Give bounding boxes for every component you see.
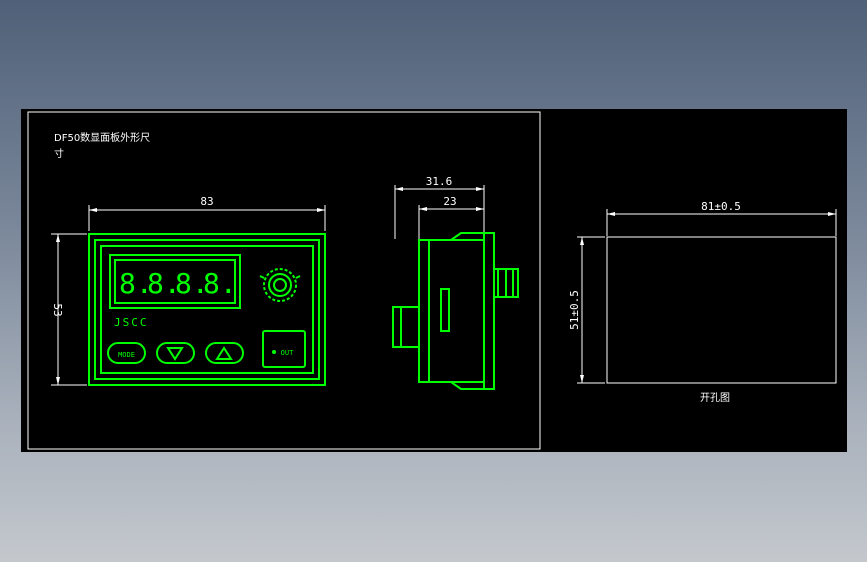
- arrow-left: [89, 208, 97, 212]
- knob-tick-left: [259, 275, 265, 279]
- knob-scale-ring: [263, 268, 297, 302]
- title-line-2: 寸: [54, 147, 64, 160]
- front-height-label: 53: [51, 303, 64, 316]
- digit-4: 8.: [203, 267, 237, 300]
- cutout-view: 81±0.5 51±0.5 开孔图: [568, 200, 837, 404]
- panel-inner: [100, 245, 314, 374]
- cutout-height-label: 51±0.5: [568, 290, 581, 330]
- out-label: OUT: [281, 349, 294, 357]
- rear-connector: [392, 306, 420, 348]
- arrow-bottom: [56, 377, 60, 385]
- knob-center: [273, 278, 287, 292]
- down-button[interactable]: [156, 342, 195, 364]
- arrow-body-l: [419, 207, 427, 211]
- cutout-rect: [606, 236, 837, 384]
- knob-body: [268, 273, 292, 297]
- up-button-outline: [205, 342, 244, 364]
- arrow-right: [317, 208, 325, 212]
- digit-2: 8.: [147, 267, 181, 300]
- cutout-caption: 开孔图: [700, 392, 730, 404]
- cutout-width-label: 81±0.5: [701, 200, 741, 213]
- arrow-cut-t: [580, 237, 584, 245]
- arrow-cut-b: [580, 375, 584, 383]
- display-window-inner: [114, 259, 236, 304]
- digit-1: 8.: [119, 267, 153, 300]
- down-arrow-icon: [166, 347, 184, 361]
- side-view: 31.6 23: [392, 175, 519, 390]
- arrow-depth-l: [395, 187, 403, 191]
- mode-button-label: MODE: [118, 351, 135, 359]
- knob-tick-right: [295, 275, 301, 279]
- arrow-depth-r: [476, 187, 484, 191]
- front-view: 83 53 8. 8. 8. 8. JSCC: [51, 195, 326, 386]
- drawing-frame: [27, 111, 541, 450]
- arrow-cut-r: [828, 212, 836, 216]
- panel-middle: [94, 239, 320, 380]
- up-button[interactable]: [205, 342, 244, 364]
- mode-button[interactable]: MODE: [107, 342, 146, 364]
- arrow-top: [56, 234, 60, 242]
- bottom-clip: [447, 381, 485, 390]
- display-digits: 8. 8. 8. 8.: [119, 267, 237, 300]
- out-box: [262, 330, 306, 368]
- down-button-outline: [156, 342, 195, 364]
- up-arrow-icon: [215, 346, 233, 360]
- top-clip: [447, 232, 485, 241]
- digit-3: 8.: [175, 267, 209, 300]
- adjust-knob[interactable]: [259, 268, 301, 302]
- cad-canvas: DF50数显面板外形尺 寸 83 53 8. 8. 8. 8.: [27, 111, 837, 450]
- front-bezel-side: [483, 232, 495, 390]
- out-led: [272, 350, 276, 354]
- arrow-body-r: [476, 207, 484, 211]
- mode-button-outline: [107, 342, 146, 364]
- side-label-slot: [440, 288, 450, 332]
- title-line-1: DF50数显面板外形尺: [54, 131, 150, 144]
- display-window-outer: [109, 254, 241, 309]
- panel-outer: [88, 233, 326, 386]
- brand-label: JSCC: [114, 316, 149, 329]
- out-indicator: OUT: [262, 330, 306, 368]
- depth-total-label: 31.6: [426, 175, 453, 188]
- arrow-cut-l: [607, 212, 615, 216]
- front-width-label: 83: [200, 195, 213, 208]
- depth-body-label: 23: [443, 195, 456, 208]
- cad-drawing-area: DF50数显面板外形尺 寸 83 53 8. 8. 8. 8.: [21, 109, 847, 452]
